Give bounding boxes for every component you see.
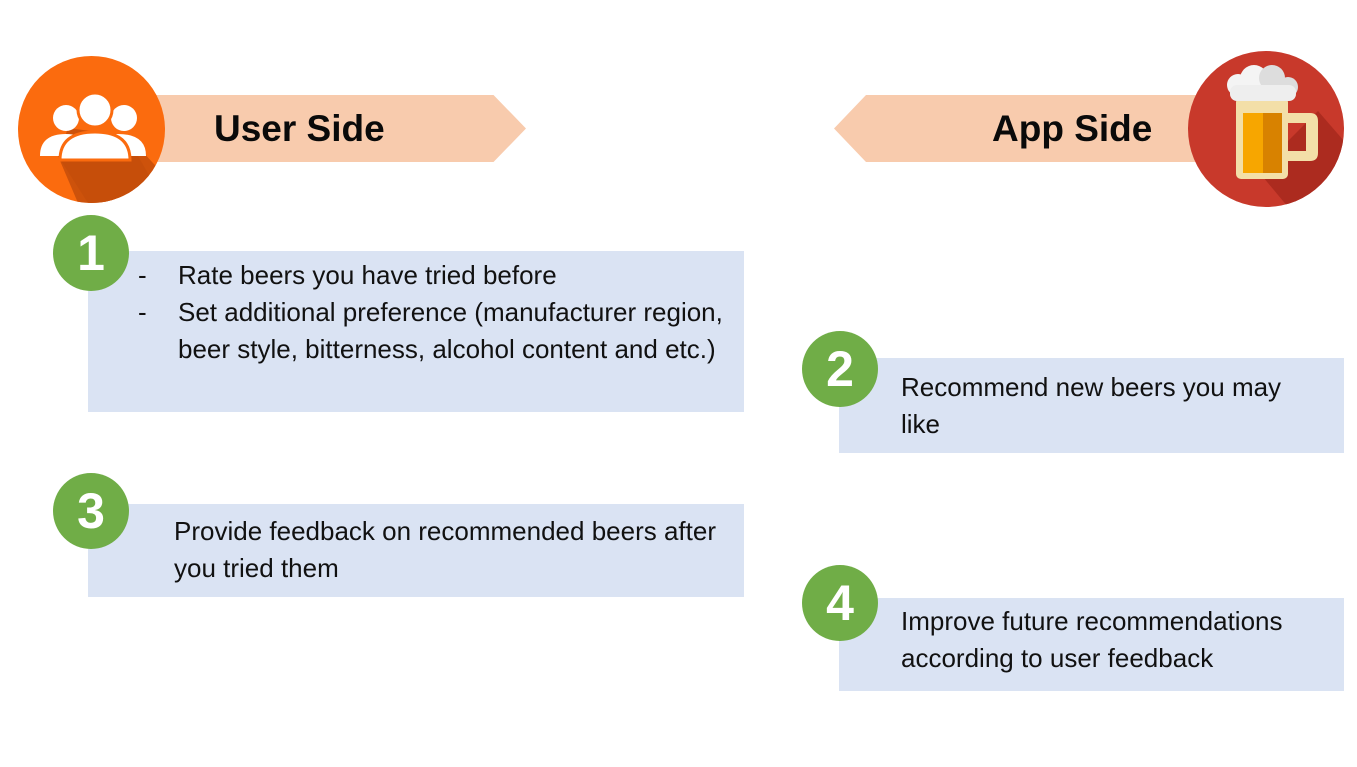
step-3-badge: 3: [53, 473, 129, 549]
step-1-bullet: - Rate beers you have tried before: [138, 257, 724, 294]
users-group-icon: [18, 56, 165, 203]
step-2-box: Recommend new beers you may like: [839, 358, 1344, 453]
step-1-badge: 1: [53, 215, 129, 291]
bullet-text: Rate beers you have tried before: [178, 260, 557, 290]
user-side-title: User Side: [214, 107, 385, 149]
bullet-text: Set additional preference (manufacturer …: [178, 297, 723, 364]
step-4-badge: 4: [802, 565, 878, 641]
bullet-dash: -: [138, 260, 147, 290]
step-1-bullet: - Set additional preference (manufacture…: [138, 294, 724, 368]
step-2-text: Recommend new beers you may like: [901, 372, 1282, 439]
app-side-banner: App Side: [834, 95, 1234, 162]
user-side-banner: User Side: [120, 95, 526, 162]
step-4-box: Improve future recommendations according…: [839, 598, 1344, 691]
step-1-list: - Rate beers you have tried before - Set…: [138, 257, 724, 368]
step-3-box: Provide feedback on recommended beers af…: [88, 504, 744, 597]
step-3-text: Provide feedback on recommended beers af…: [174, 516, 716, 583]
step-2-badge: 2: [802, 331, 878, 407]
app-side-title: App Side: [992, 107, 1153, 149]
bullet-dash: -: [138, 297, 147, 327]
beer-mug-icon: [1188, 51, 1344, 207]
step-4-text: Improve future recommendations according…: [901, 606, 1283, 673]
step-1-box: - Rate beers you have tried before - Set…: [88, 251, 744, 412]
